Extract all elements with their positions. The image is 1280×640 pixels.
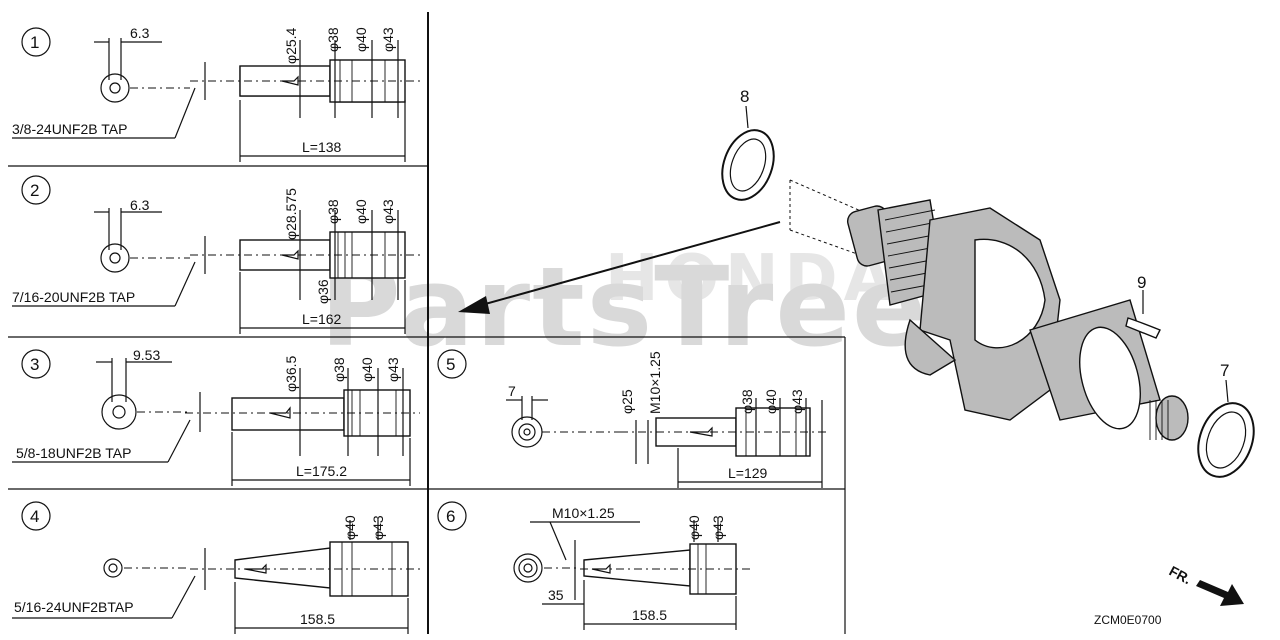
panel-1: 1 6.3 3/8-24UNF2B TAP φ25.4 φ38 φ40 φ43 xyxy=(12,25,420,162)
callout-8: 8 xyxy=(740,87,749,106)
diameter-label: φ38 xyxy=(331,357,347,382)
washer-8 xyxy=(721,129,775,201)
diameter-label: φ36.5 xyxy=(283,355,299,392)
diameter-label: φ43 xyxy=(710,515,726,540)
panel-grid xyxy=(8,12,846,634)
diameter-label: φ40 xyxy=(353,27,369,52)
diameter-label: φ40 xyxy=(359,357,375,382)
diameter-label: φ25.4 xyxy=(283,27,299,64)
diameter-label: φ43 xyxy=(370,515,386,540)
diameter-label: φ36 xyxy=(315,279,331,304)
diameter-label: φ43 xyxy=(380,27,396,52)
front-arrow-icon xyxy=(1196,580,1244,606)
panel-number-circle xyxy=(21,27,51,57)
key-width-label: 6.3 xyxy=(130,25,150,41)
panel-5: 5 7 φ25 M10×1.25 φ38 φ40 φ43 L=129 xyxy=(437,349,830,488)
diagram-code: ZCM0E0700 xyxy=(1094,613,1162,627)
tapered-shaft xyxy=(234,547,331,589)
length-label: L=175.2 xyxy=(296,463,347,479)
panel-number: 3 xyxy=(30,355,39,374)
end-view-circle xyxy=(101,394,137,430)
length-label: 158.5 xyxy=(300,611,335,627)
ghost-brand-watermark: HONDA xyxy=(605,242,899,316)
end-view-circle xyxy=(100,243,130,273)
tap-thread-label: 5/16-24UNF2BTAP xyxy=(14,599,134,615)
panel-number: 5 xyxy=(446,355,455,374)
length-label: L=129 xyxy=(728,465,768,481)
callout-7: 7 xyxy=(1220,361,1229,380)
tap-thread-label: 3/8-24UNF2B TAP xyxy=(12,121,127,137)
panel-number-circle xyxy=(21,175,51,205)
front-label: FR. xyxy=(1167,563,1194,588)
diameter-label: φ43 xyxy=(380,199,396,224)
diameter-label: φ38 xyxy=(325,199,341,224)
diameter-label: φ43 xyxy=(789,389,805,414)
length-label: L=162 xyxy=(302,311,342,327)
panel-3: 3 9.53 5/8-18UNF2B TAP φ36.5 φ38 φ40 φ43… xyxy=(12,347,420,486)
end-view-circle xyxy=(511,416,543,448)
end-view-circle xyxy=(103,558,123,578)
tap-thread-label: 5/8-18UNF2B TAP xyxy=(16,445,131,461)
diameter-label: φ43 xyxy=(385,357,401,382)
diameter-label: φ38 xyxy=(325,27,341,52)
end-view-circle xyxy=(513,553,543,583)
panel-number: 4 xyxy=(30,507,39,526)
panel-number: 2 xyxy=(30,181,39,200)
key-width-label: 6.3 xyxy=(130,197,150,213)
diameter-label: φ40 xyxy=(342,515,358,540)
thread-label: M10×1.25 xyxy=(647,351,663,414)
washer-7 xyxy=(1197,402,1255,478)
panel-6: 6 M10×1.25 35 φ40 φ43 158.5 xyxy=(437,501,750,630)
panel-number-circle xyxy=(21,501,51,531)
front-direction-indicator: FR. xyxy=(1167,563,1244,606)
counterweight-face xyxy=(974,238,1046,349)
partstree-watermark: PartsTree xyxy=(320,243,929,371)
length-label: 158.5 xyxy=(632,607,667,623)
key-width-label: 7 xyxy=(508,383,516,399)
key-width-label: 9.53 xyxy=(133,347,160,363)
end-view-circle xyxy=(100,73,130,103)
panel-number: 6 xyxy=(446,507,455,526)
pointer-arrowhead xyxy=(458,296,490,314)
pto-thread-end xyxy=(1155,395,1189,441)
tapered-shaft xyxy=(583,549,691,587)
diameter-label: φ38 xyxy=(739,389,755,414)
diameter-label: φ28.575 xyxy=(283,188,299,240)
length-label: L=138 xyxy=(302,139,342,155)
phantom-shaft xyxy=(789,179,871,256)
panel-2: 2 6.3 7/16-20UNF2B TAP φ28.575 φ38 φ40 φ… xyxy=(12,175,420,334)
panel-number-circle xyxy=(437,349,467,379)
callout-9: 9 xyxy=(1137,273,1146,292)
crankshaft-exploded-view: 8 xyxy=(458,87,1255,478)
woodruff-key-9 xyxy=(1125,317,1161,339)
thread-label: M10×1.25 xyxy=(552,505,615,521)
panel-number-circle xyxy=(21,349,51,379)
diameter-label: φ40 xyxy=(686,515,702,540)
tap-thread-label: 7/16-20UNF2B TAP xyxy=(12,289,135,305)
diameter-label: φ40 xyxy=(763,389,779,414)
panel-number: 1 xyxy=(30,33,39,52)
diameter-label: φ40 xyxy=(353,199,369,224)
offset-label: 35 xyxy=(548,587,564,603)
panel-number-circle xyxy=(437,501,467,531)
panel-4: 4 5/16-24UNF2BTAP φ40 φ43 158.5 xyxy=(12,501,420,634)
diameter-label: φ25 xyxy=(619,389,635,414)
